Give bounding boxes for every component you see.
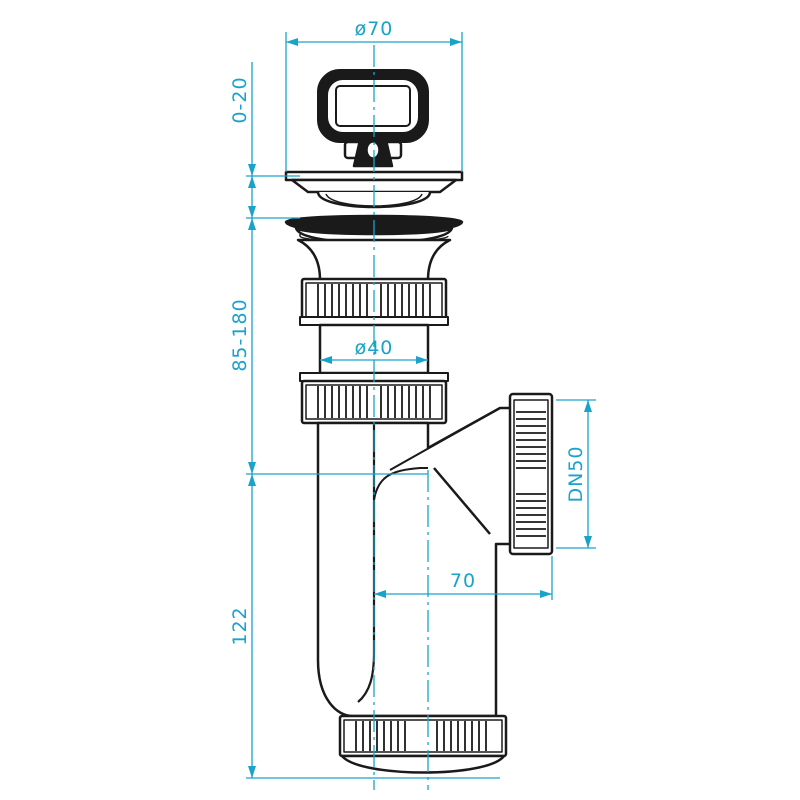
dim-outlet-offset: 70 <box>450 570 476 592</box>
dimension-lines <box>246 32 596 779</box>
dim-pipe-diameter: ø40 <box>355 337 394 359</box>
outlet-nut <box>508 392 554 556</box>
dim-lower-height: 122 <box>229 606 251 645</box>
bottom-nut <box>338 714 508 758</box>
siphon-body <box>284 69 554 774</box>
bottom-cap <box>340 754 506 774</box>
chamber-top-line <box>389 407 501 471</box>
plug-hinge <box>343 138 403 168</box>
dim-trap-height: 85-180 <box>229 298 251 371</box>
dimension-labels: ø70 0-20 85-180 122 ø40 70 DN50 <box>229 18 587 646</box>
chamber-diagonal <box>433 467 491 535</box>
dim-top-diameter: ø70 <box>355 18 394 40</box>
plug-handle <box>317 69 429 143</box>
center-lines <box>373 45 429 790</box>
dim-outlet-size: DN50 <box>565 445 587 502</box>
dim-plug-height: 0-20 <box>229 76 251 123</box>
